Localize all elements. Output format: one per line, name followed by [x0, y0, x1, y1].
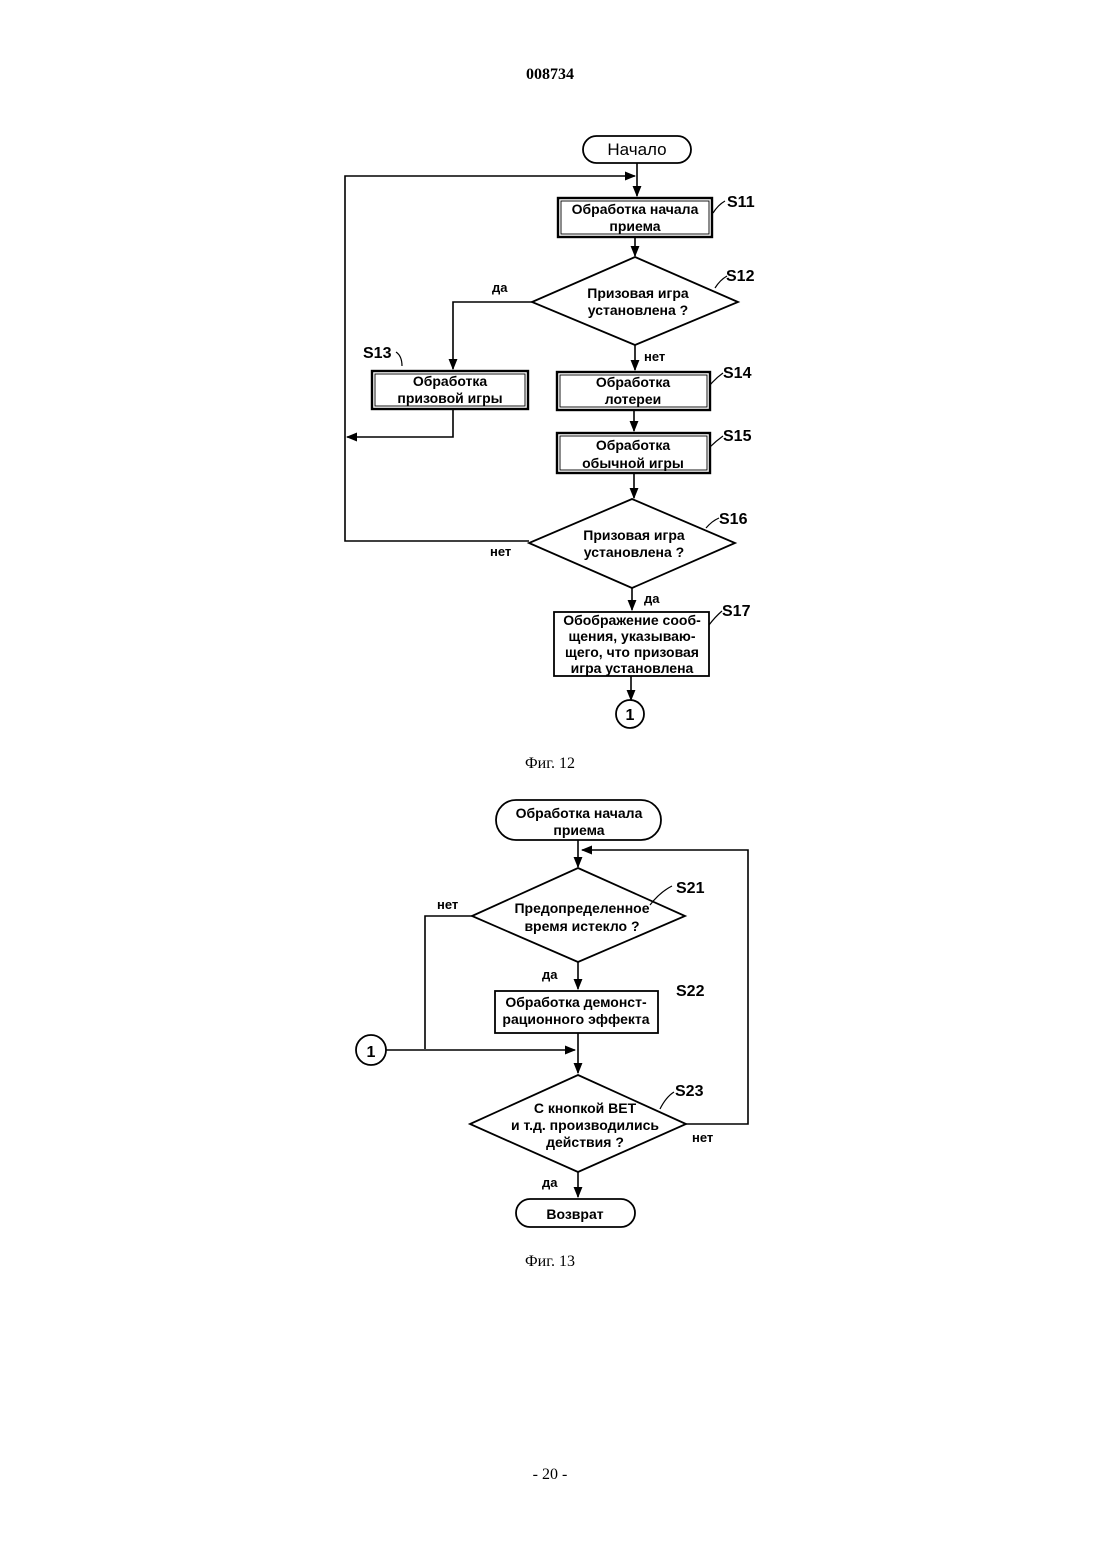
s12-yes-label: да — [492, 280, 508, 295]
s13-line1: Обработка — [413, 373, 488, 389]
s12-step-label: S12 — [726, 268, 755, 285]
s12-diamond — [532, 257, 738, 345]
s17-line2: щения, указываю- — [568, 628, 695, 644]
s23-yes-label: да — [542, 1175, 558, 1190]
fig13-start-line1: Обработка начала — [516, 805, 643, 821]
figure-13-text: Обработка начала приема Предопределенное… — [367, 805, 714, 1222]
s21-line1: Предопределенное — [514, 900, 649, 916]
s22-line2: рационного эффекта — [502, 1011, 649, 1027]
s11-line2: приема — [609, 218, 660, 234]
s13-line2: призовой игры — [397, 390, 502, 406]
s16-step-label: S16 — [719, 511, 748, 528]
s15-step-label: S15 — [723, 428, 752, 445]
end-label: Возврат — [546, 1206, 603, 1222]
s21-line2: время истекло ? — [524, 918, 639, 934]
start-label: Начало — [607, 140, 666, 159]
connector-1-fig13-label: 1 — [367, 1044, 376, 1061]
s16-line1: Призовая игра — [583, 527, 685, 543]
s23-no-label: нет — [692, 1130, 713, 1145]
s23-line2: и т.д. производились — [511, 1117, 659, 1133]
connector-1-fig12-label: 1 — [626, 707, 635, 724]
s11-line1: Обработка начала — [572, 201, 699, 217]
page-number: - 20 - — [0, 1466, 1100, 1484]
s15-line1: Обработка — [596, 437, 671, 453]
figure-12-caption: Фиг. 12 — [0, 755, 1100, 773]
s23-line1: С кнопкой BET — [534, 1100, 637, 1116]
s17-line4: игра установлена — [571, 660, 694, 676]
s15-line2: обычной игры — [582, 455, 684, 471]
s11-step-label: S11 — [727, 194, 755, 211]
fig13-start-line2: приема — [553, 822, 604, 838]
s14-line1: Обработка — [596, 374, 671, 390]
s21-yes-label: да — [542, 967, 558, 982]
s16-no-label: нет — [490, 544, 511, 559]
figure-13-caption: Фиг. 13 — [0, 1253, 1100, 1271]
s12-line2: установлена ? — [588, 302, 688, 318]
s17-step-label: S17 — [722, 603, 751, 620]
s22-step-label: S22 — [676, 983, 705, 1000]
s21-no-label: нет — [437, 897, 458, 912]
s21-step-label: S21 — [676, 880, 705, 897]
s16-line2: установлена ? — [584, 544, 684, 560]
s16-yes-label: да — [644, 591, 660, 606]
s14-line2: лотереи — [605, 391, 662, 407]
s12-no-label: нет — [644, 349, 665, 364]
s23-line3: действия ? — [546, 1134, 624, 1150]
s22-line1: Обработка демонст- — [505, 994, 647, 1010]
s23-step-label: S23 — [675, 1083, 704, 1100]
s17-line3: щего, что призовая — [565, 644, 699, 660]
s17-line1: Обображение сооб- — [563, 612, 701, 628]
s12-line1: Призовая игра — [587, 285, 689, 301]
s13-step-label: S13 — [363, 345, 392, 362]
s14-step-label: S14 — [723, 365, 752, 382]
